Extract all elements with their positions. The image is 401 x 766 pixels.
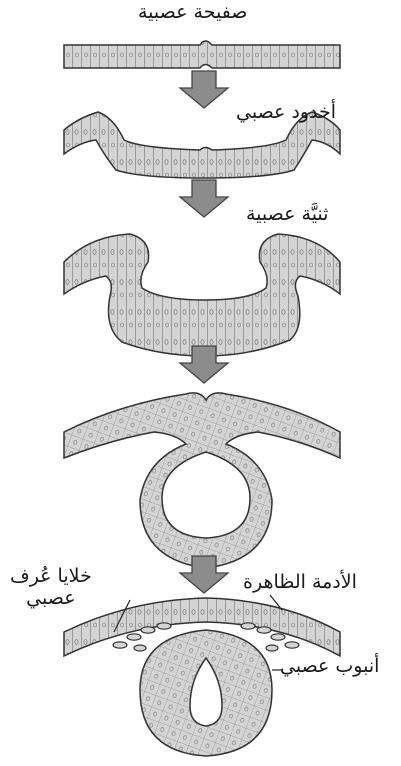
- label-surface-ectoderm: الأدمة الظاهرة: [243, 571, 357, 593]
- stage-neural-groove: [63, 111, 341, 179]
- label-neural-plate: صفيحة عصبية: [138, 1, 248, 23]
- stage-neural-tube: [63, 594, 341, 757]
- down-arrow-icon: [178, 345, 230, 384]
- stage-neural-plate: [63, 40, 341, 69]
- down-arrow-icon: [178, 179, 230, 218]
- label-neural-tube: أنبوب عصبي: [280, 655, 380, 677]
- down-arrow-icon: [178, 555, 230, 594]
- label-neural-fold: ثنيَّة عصبية: [246, 203, 329, 225]
- label-neural-crest-line1: خلايا عُرف: [10, 565, 92, 587]
- label-neural-groove: أخدود عصبي: [236, 101, 337, 123]
- stage-closing-tube: [63, 392, 341, 569]
- neural-crest-cells: [112, 622, 300, 652]
- down-arrow-icon: [178, 70, 230, 109]
- stage-neural-fold: [63, 233, 341, 357]
- label-neural-crest: خلايا عُرف عصبي: [10, 565, 92, 610]
- label-neural-crest-line2: عصبي: [26, 586, 76, 609]
